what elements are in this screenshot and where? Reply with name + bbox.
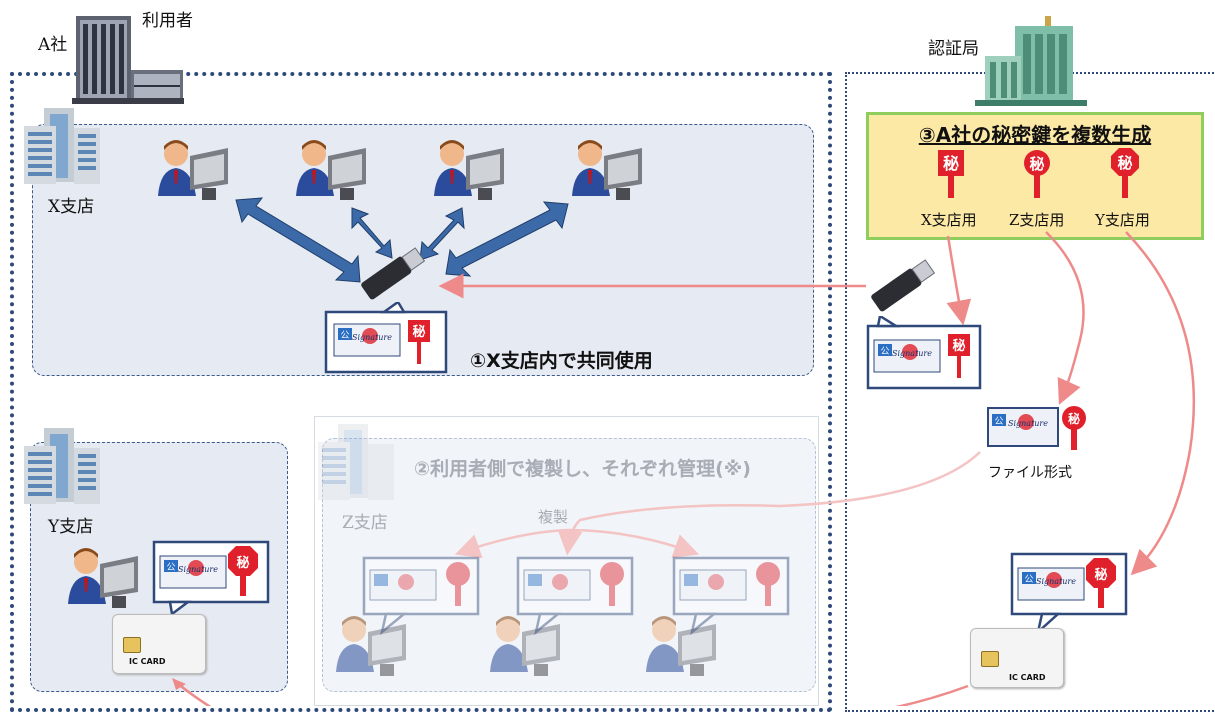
arrow-keyy-to-card [1125, 231, 1196, 576]
svg-text:Signature: Signature [1008, 419, 1048, 428]
svg-text:Signature: Signature [352, 333, 392, 342]
user-pc-icon [572, 140, 642, 200]
arrow-keyx-to-usb [946, 235, 972, 326]
secret-key-square-icon: 秘 [938, 150, 964, 198]
svg-text:秘: 秘 [952, 338, 965, 354]
ic-chip-icon [123, 637, 141, 653]
svg-text:公: 公 [880, 346, 889, 357]
svg-text:秘: 秘 [1068, 411, 1080, 426]
certificate-callout-icon [672, 556, 790, 636]
svg-text:秘: 秘 [412, 324, 425, 340]
ca-building-icon [975, 16, 1087, 106]
svg-text:秘: 秘 [1117, 154, 1132, 172]
arrow-file-to-z [557, 451, 981, 556]
svg-text:秘: 秘 [1029, 155, 1044, 173]
svg-text:秘: 秘 [236, 555, 249, 571]
company-label: A社 [38, 35, 68, 55]
office-building-icon [72, 16, 184, 104]
arrow-card-exit [895, 684, 969, 706]
certificate-file-icon: 公 Signature 秘 [987, 406, 1086, 450]
user-pc-icon [68, 548, 138, 608]
arrow-y-card-head [172, 678, 186, 690]
ca-label: 認証局 [928, 39, 979, 59]
arrow-copy-left [454, 528, 569, 559]
user-pc-icon [158, 140, 228, 200]
copy-label: 複製 [538, 508, 569, 526]
arrow-keyz-to-file [1045, 231, 1085, 405]
user-pc-icon [646, 616, 716, 676]
usb-stick-icon [871, 259, 936, 312]
user-pc-icon [434, 140, 504, 200]
branch-y-building-icon [24, 428, 100, 504]
option3-title: ③A社の秘密鍵を複数生成 [918, 123, 1152, 147]
svg-text:Signature: Signature [1036, 577, 1076, 586]
key-z-label: Z支店用 [1009, 211, 1065, 229]
arrow-copy-right [567, 528, 700, 558]
svg-text:秘: 秘 [943, 154, 959, 173]
file-format-label: ファイル形式 [988, 465, 1072, 481]
secret-key-circle-icon: 秘 [1024, 150, 1050, 198]
usb-stick-icon [361, 247, 426, 300]
ic-card-y: IC CARD [112, 614, 206, 674]
svg-text:公: 公 [994, 416, 1003, 427]
user-pc-icon [490, 616, 560, 676]
option1-label: ①X支店内で共同使用 [470, 350, 653, 372]
ic-card-label: IC CARD [1009, 673, 1046, 682]
blue-arrow-2 [351, 207, 393, 259]
svg-text:秘: 秘 [1094, 567, 1107, 583]
user-label: 利用者 [142, 11, 193, 31]
branch-z-label: Z支店 [342, 513, 388, 533]
svg-text:公: 公 [340, 330, 349, 341]
svg-text:公: 公 [1024, 574, 1033, 585]
branch-x-building-icon [24, 108, 100, 184]
option2-label: ②利用者側で複製し、それぞれ管理(※) [414, 458, 751, 480]
certificate-callout-icon [362, 556, 480, 636]
branch-y-label: Y支店 [48, 517, 94, 537]
user-pc-icon [296, 140, 366, 200]
secret-key-octagon-icon: 秘 [1111, 148, 1139, 198]
ic-chip-icon [981, 651, 999, 667]
branch-x-label: X支店 [48, 197, 95, 217]
certificate-callout-icon [516, 556, 634, 636]
blue-arrow-4 [445, 201, 569, 277]
key-y-label: Y支店用 [1095, 211, 1150, 229]
svg-text:Signature: Signature [178, 565, 218, 574]
user-pc-icon [336, 616, 406, 676]
svg-text:Signature: Signature [892, 349, 932, 358]
blue-arrow-1 [235, 197, 361, 283]
key-x-label: X支店用 [921, 211, 977, 229]
svg-text:公: 公 [166, 562, 175, 573]
ic-card-label: IC CARD [129, 657, 166, 666]
ic-card-ca: IC CARD [970, 628, 1064, 688]
branch-z-building-icon [318, 424, 394, 500]
